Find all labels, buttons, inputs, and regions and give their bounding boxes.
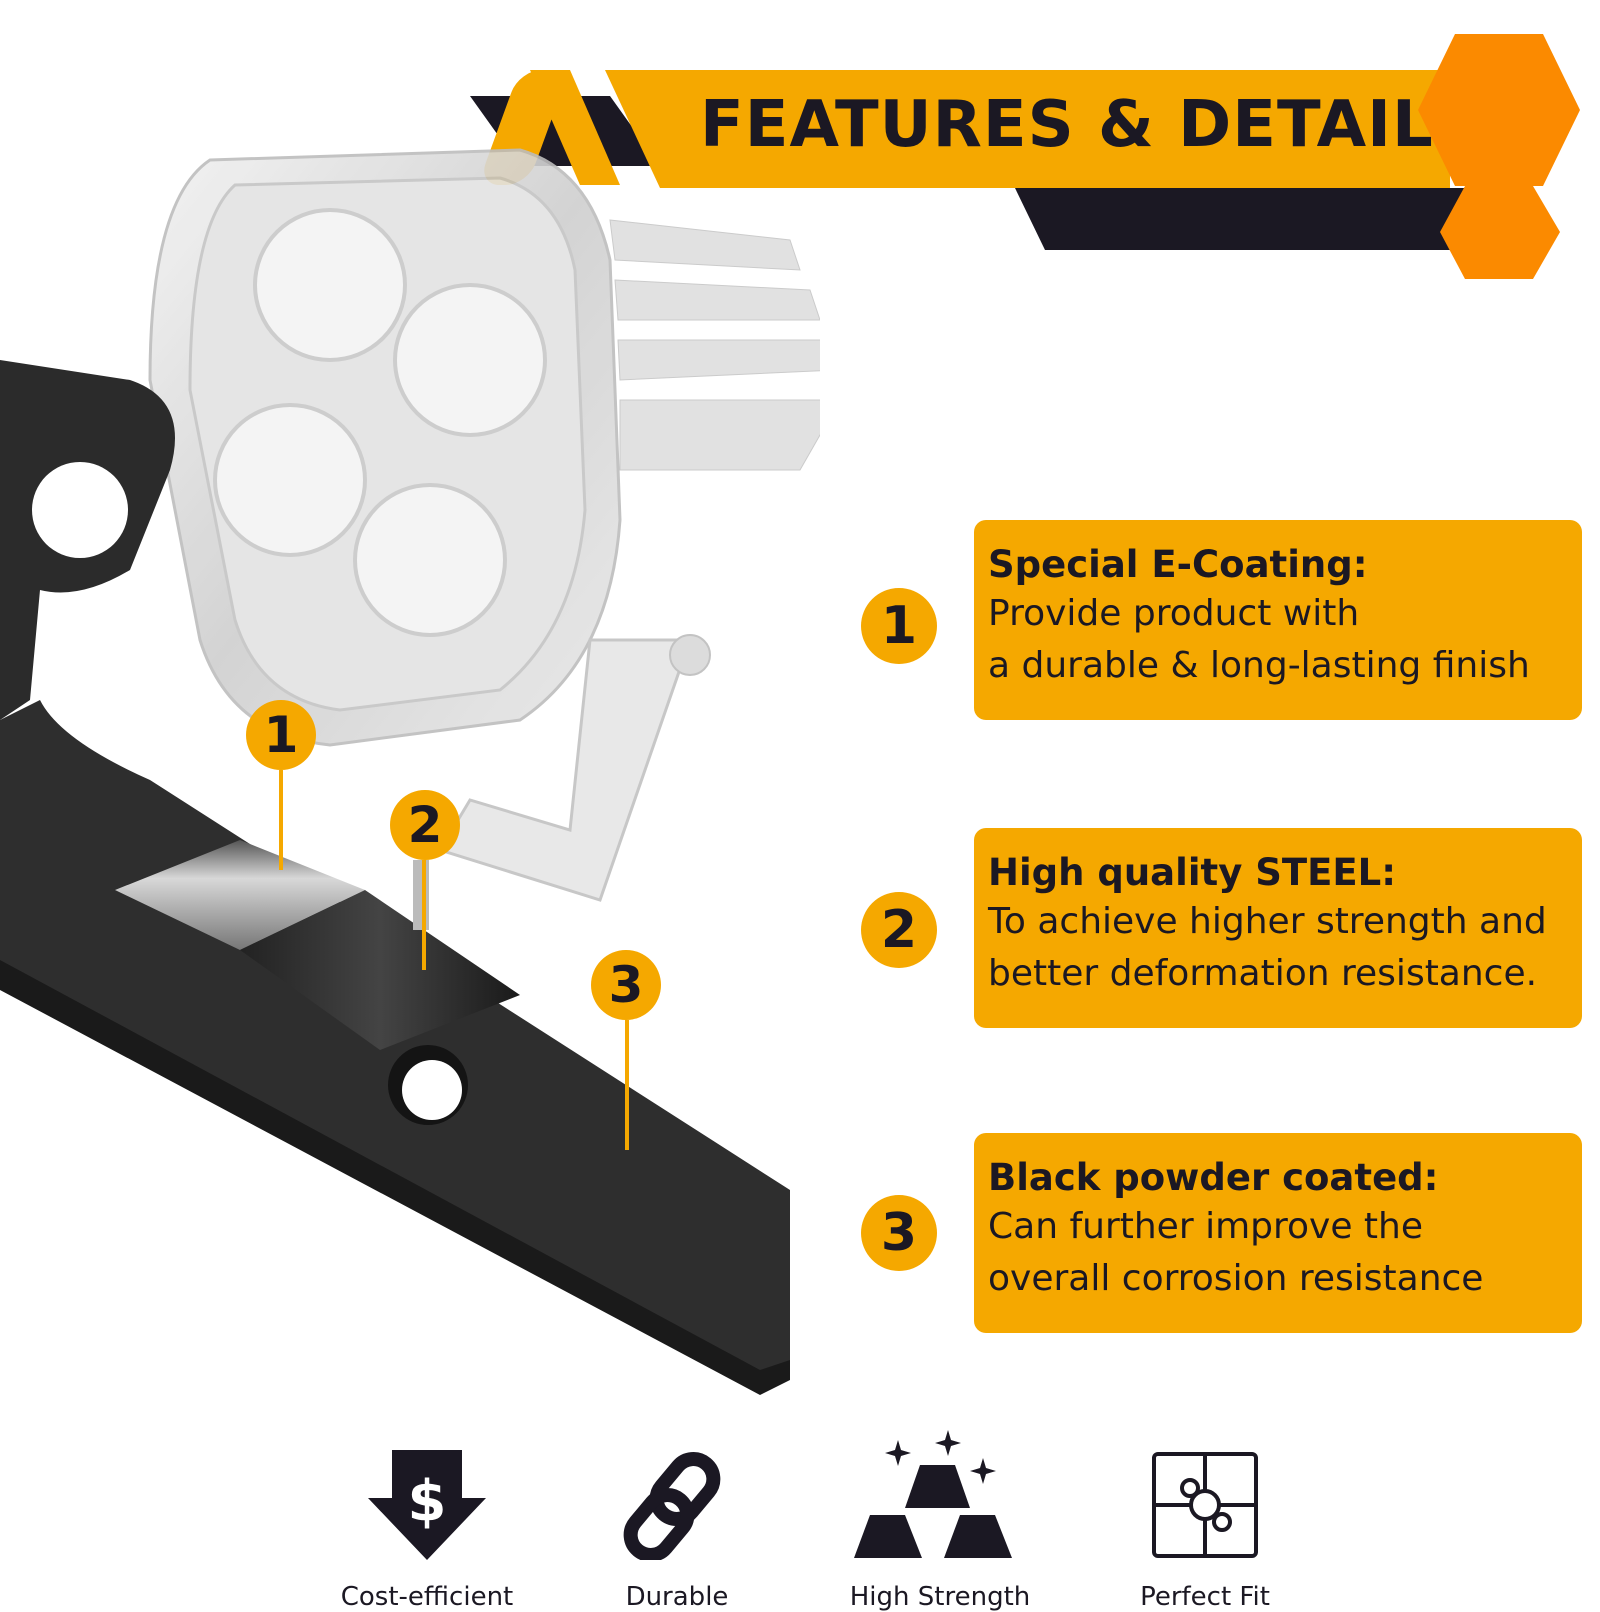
callout-line-2 [422, 860, 426, 970]
badge-label: Cost-efficient [340, 1582, 514, 1612]
light-housing [148, 148, 820, 902]
feature-title: Black powder coated: [988, 1156, 1439, 1199]
puzzle-icon [1152, 1452, 1258, 1558]
feature-number-3: 3 [861, 1195, 937, 1271]
badge-label: Perfect Fit [1140, 1582, 1270, 1612]
feature-description: To achieve higher strength and better de… [988, 901, 1547, 994]
svg-text:$: $ [408, 1469, 447, 1534]
badge-perfect-fit: Perfect Fit [1095, 1420, 1315, 1612]
feature-card-e-coating: Special E-Coating: Provide product with … [974, 520, 1582, 720]
badge-high-strength: High Strength [830, 1420, 1050, 1612]
page-title: FEATURES & DETAIL [700, 88, 1434, 162]
feature-description: Can further improve the overall corrosio… [988, 1206, 1484, 1299]
callout-marker-3: 3 [591, 950, 661, 1020]
feature-title: High quality STEEL: [988, 851, 1397, 894]
badge-label: High Strength [849, 1582, 1031, 1612]
gold-bars-icon [854, 1430, 1012, 1558]
feature-title: Special E-Coating: [988, 543, 1368, 586]
feature-description: Provide product with a durable & long-la… [988, 593, 1530, 686]
badge-cost-efficient: $ Cost-efficient [317, 1420, 537, 1612]
product-image [0, 148, 820, 1395]
badge-label: Durable [625, 1582, 729, 1612]
callout-line-3 [625, 1020, 629, 1150]
banner-graphic [470, 34, 1580, 279]
callout-marker-2: 2 [390, 790, 460, 860]
badge-durable: Durable [567, 1420, 787, 1612]
feature-card-steel: High quality STEEL: To achieve higher st… [974, 828, 1582, 1028]
callout-marker-1: 1 [246, 700, 316, 770]
feature-card-powder-coated: Black powder coated: Can further improve… [974, 1133, 1582, 1333]
feature-number-1: 1 [861, 588, 937, 664]
callout-line-1 [279, 770, 283, 870]
chain-link-icon [623, 1452, 721, 1560]
feature-number-2: 2 [861, 892, 937, 968]
dollar-down-arrow-icon: $ [368, 1450, 486, 1560]
